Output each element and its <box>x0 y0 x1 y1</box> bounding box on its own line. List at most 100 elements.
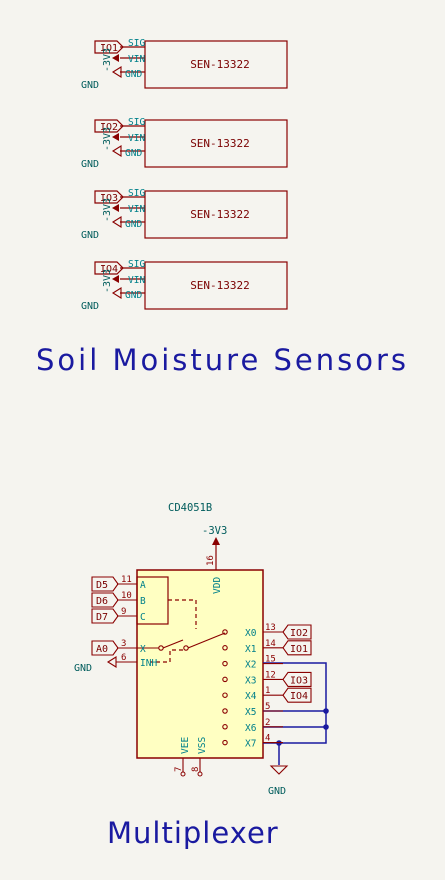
junction-dot <box>323 724 329 730</box>
ground-icon <box>106 656 117 668</box>
switch-wiper <box>187 632 226 649</box>
gnd-label: GND <box>81 301 99 312</box>
pin-name: X5 <box>245 707 256 718</box>
power-label: -3V3 <box>102 48 113 72</box>
pin-vin: VIN <box>128 204 145 215</box>
pin-number: 11 <box>121 575 132 585</box>
mux-reference: CD4051B <box>168 502 212 514</box>
pin-number: 14 <box>265 639 276 649</box>
vdd-pin-name: VDD <box>212 577 223 594</box>
pin-number: 12 <box>265 670 276 680</box>
net-label: GND <box>74 663 92 674</box>
pin-name: B <box>140 596 146 607</box>
sensor-part-number: SEN-13322 <box>190 279 250 292</box>
net-label-flag <box>91 640 119 656</box>
pin-number: 2 <box>265 718 270 728</box>
mux-power-label: -3V3 <box>202 525 227 537</box>
sensor-body <box>144 119 288 168</box>
pin-gnd: GND <box>125 148 142 159</box>
sensor-block-4[interactable]: SEN-13322 SIG VIN GND IO4 -3V3 GND <box>81 259 288 312</box>
net-label-flag <box>91 608 119 624</box>
pin-gnd: GND <box>125 219 142 230</box>
control-line <box>168 599 197 629</box>
switch-contact-icon <box>222 645 228 651</box>
net-label-flag <box>282 671 312 687</box>
pin-vin: VIN <box>128 54 145 65</box>
net-label: IO2 <box>290 628 308 639</box>
pin-sig: SIG <box>128 259 145 270</box>
mux-symbol[interactable]: CD4051B -3V3 16 VDD VEE VSS 7 8 GND <box>136 502 329 797</box>
vss-pin-number: 8 <box>191 767 201 772</box>
switch-contact-icon <box>222 739 228 746</box>
net-label: IO3 <box>290 675 308 686</box>
pin-name: C <box>140 612 146 623</box>
gnd-label: GND <box>81 230 99 241</box>
sensor-body <box>144 40 288 89</box>
net-label-flag <box>94 119 124 133</box>
mux-right-pin-x6[interactable]: X6 2 <box>222 718 283 734</box>
net-label: IO1 <box>290 644 308 655</box>
net-label: IO4 <box>100 264 118 275</box>
sensor-body <box>144 190 288 239</box>
pin-vin: VIN <box>128 275 145 286</box>
inhibit-line <box>150 649 183 663</box>
pin-name: INH <box>140 658 157 669</box>
switch-contact-icon <box>222 724 228 730</box>
sensor-block-3[interactable]: SEN-13322 SIG VIN GND IO3 -3V3 GND <box>81 188 288 241</box>
pin-name: X <box>140 644 146 655</box>
sensor-block-1[interactable]: SEN-13322 SIG VIN GND IO1 -3V3 GND <box>81 38 288 91</box>
sensor-block-2[interactable]: SEN-13322 SIG VIN GND IO2 -3V3 GND <box>81 117 288 170</box>
net-label-flag <box>91 592 119 608</box>
switch-contact-icon <box>222 708 228 714</box>
pin-gnd: GND <box>125 290 142 301</box>
net-label-flag <box>94 261 124 275</box>
pin-number: 4 <box>265 734 270 744</box>
net-label: A0 <box>96 644 108 655</box>
net-label-flag <box>282 624 312 640</box>
power-arrow-icon <box>112 204 119 212</box>
power-arrow-icon <box>112 133 119 141</box>
pin-name: X6 <box>245 723 257 734</box>
gnd-label: GND <box>81 80 99 91</box>
power-arrow-icon <box>212 537 220 545</box>
net-label: D6 <box>96 596 108 607</box>
pin-number: 13 <box>265 623 276 633</box>
sensor-body <box>144 261 288 310</box>
switch-contact-icon <box>222 629 228 635</box>
pin-gnd: GND <box>125 69 142 80</box>
ground-icon <box>111 145 122 157</box>
sensor-part-number: SEN-13322 <box>190 208 250 221</box>
pin-number: 1 <box>265 686 270 696</box>
net-label-flag <box>282 640 312 656</box>
ground-icon <box>111 216 122 228</box>
pin-number: 10 <box>121 591 132 601</box>
pin-sig: SIG <box>128 38 145 49</box>
pin-name: X3 <box>245 675 256 686</box>
pin-sig: SIG <box>128 188 145 199</box>
net-label-flag <box>282 687 312 703</box>
switch-contact-icon <box>222 692 228 698</box>
junction-dot <box>323 708 329 714</box>
net-label: D5 <box>96 580 108 591</box>
ground-icon <box>269 765 289 775</box>
power-label: -3V3 <box>102 198 113 222</box>
power-arrow-icon <box>112 275 119 283</box>
pin-name: X1 <box>245 644 257 655</box>
power-label: -3V3 <box>102 127 113 151</box>
power-arrow-icon <box>112 54 119 62</box>
mux-gnd-label: GND <box>268 786 286 797</box>
